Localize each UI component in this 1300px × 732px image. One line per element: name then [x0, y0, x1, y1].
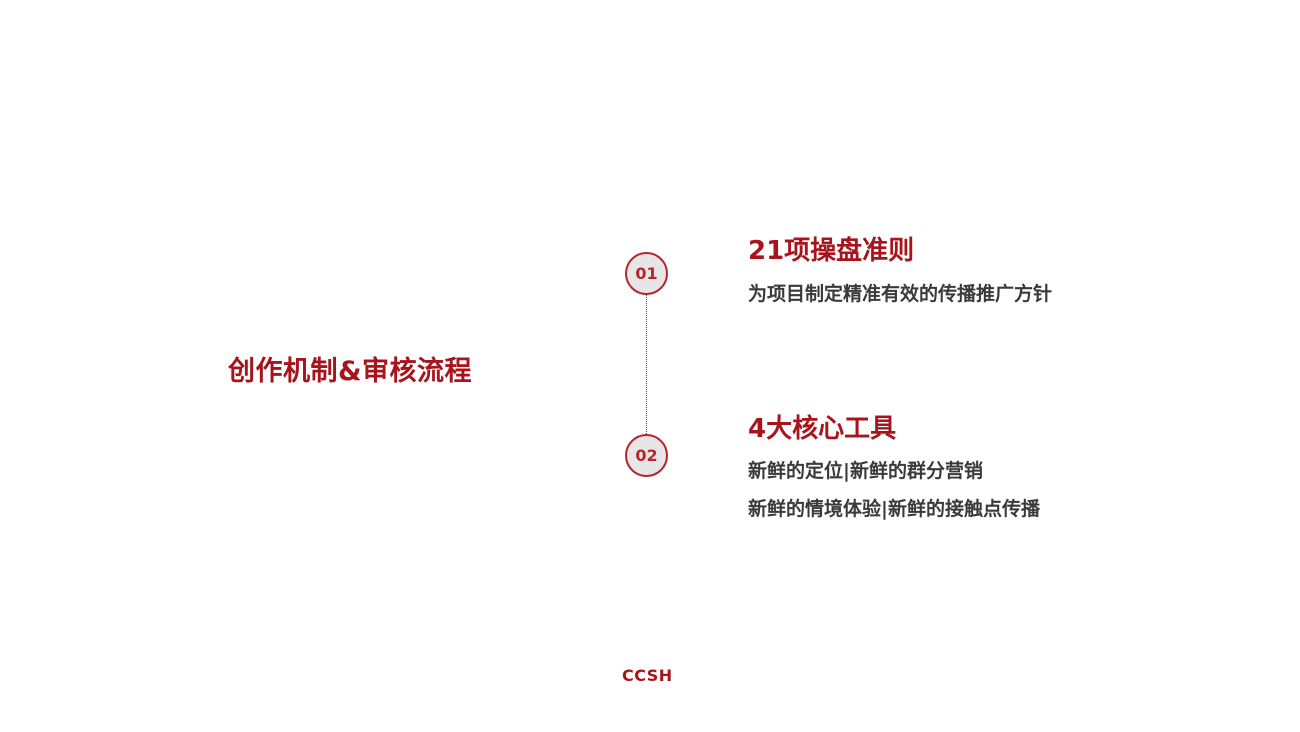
step-number-2: 02 — [625, 434, 668, 477]
section-heading-2: 4大核心工具 — [748, 414, 897, 444]
section-description-2b: 新鲜的情境体验|新鲜的接触点传播 — [748, 498, 1040, 520]
step-number-1: 01 — [625, 252, 668, 295]
left-title: 创作机制&审核流程 — [228, 356, 473, 387]
footer-logo: CCSH — [622, 666, 673, 685]
timeline-connector — [646, 292, 647, 434]
section-description-1: 为项目制定精准有效的传播推广方针 — [748, 283, 1053, 305]
section-heading-1: 21项操盘准则 — [748, 236, 915, 266]
section-description-2a: 新鲜的定位|新鲜的群分营销 — [748, 460, 983, 482]
